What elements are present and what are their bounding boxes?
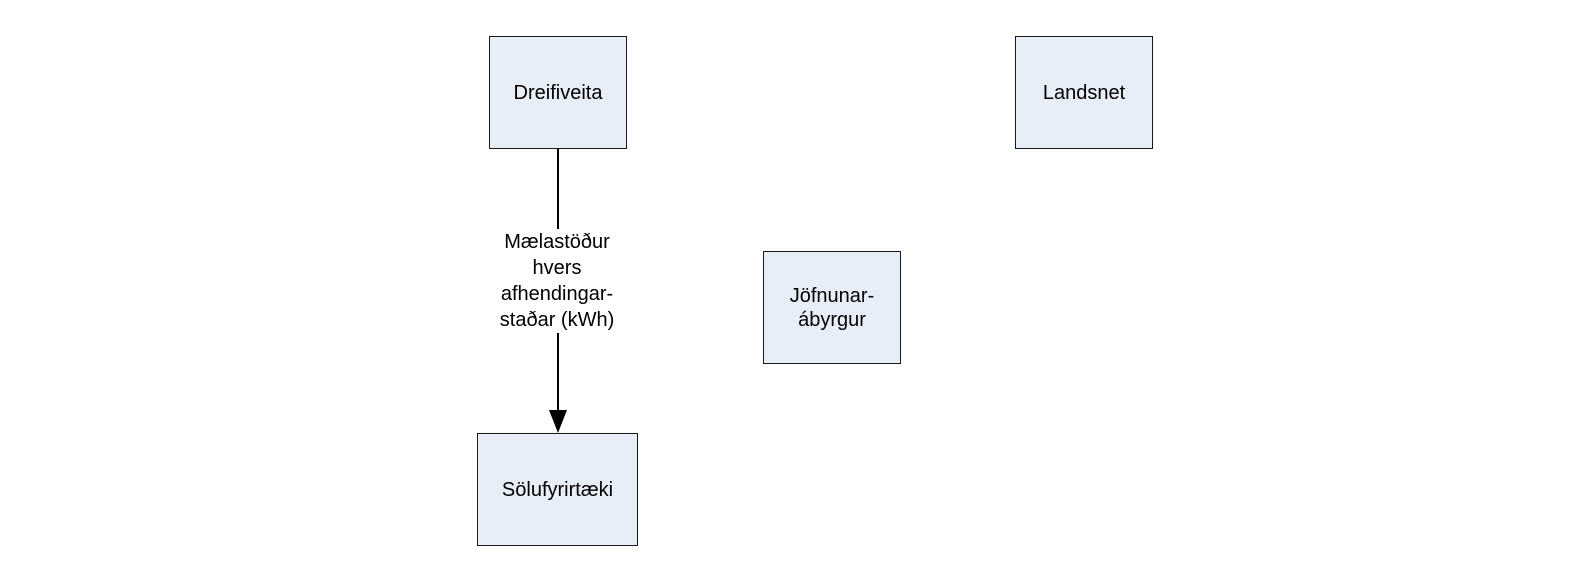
node-dreifiveita-label: Dreifiveita xyxy=(513,81,603,104)
node-solufyrirtaeki-label: Sölufyrirtæki xyxy=(501,478,614,501)
node-dreifiveita[interactable]: Dreifiveita xyxy=(489,36,627,149)
edge-label-line-4: staðar (kWh) xyxy=(499,309,615,331)
edge-label: Mælastöður hvers afhendingar- staðar (kW… xyxy=(477,229,637,333)
node-jofnunarabyrgur-label: Jöfnunar- ábyrgur xyxy=(790,284,875,332)
edge-label-line-3: afhendingar- xyxy=(500,283,614,305)
node-landsnet[interactable]: Landsnet xyxy=(1015,36,1153,149)
node-jofnunarabyrgur-label-line-2: ábyrgur xyxy=(798,308,866,331)
node-landsnet-label: Landsnet xyxy=(1042,81,1126,104)
node-jofnunarabyrgur-label-line-1: Jöfnunar- xyxy=(789,284,875,307)
node-jofnunarabyrgur[interactable]: Jöfnunar- ábyrgur xyxy=(763,251,901,364)
edge-label-line-1: Mælastöður xyxy=(504,231,610,253)
node-solufyrirtaeki[interactable]: Sölufyrirtæki xyxy=(477,433,638,546)
edge-label-line-2: hvers xyxy=(532,257,582,279)
arrowhead-icon xyxy=(549,410,567,433)
